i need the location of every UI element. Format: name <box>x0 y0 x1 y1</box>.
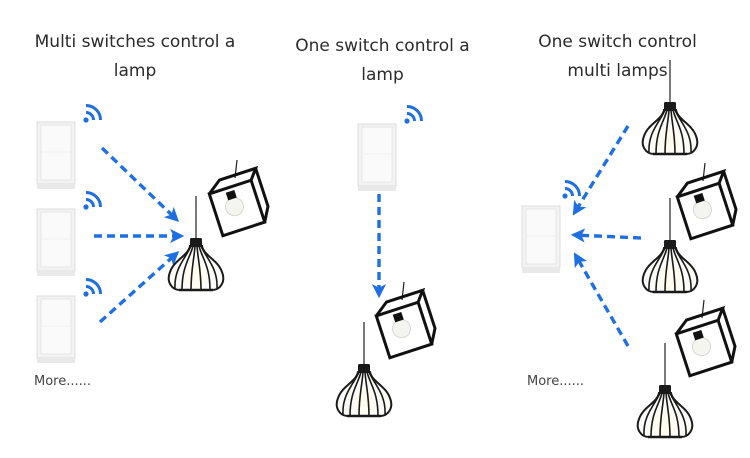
wall-switch-icon <box>36 121 76 190</box>
wall-switch-icon <box>36 295 76 364</box>
arrow <box>573 252 630 347</box>
panel-3-title: One switch control multi lamps <box>510 28 725 86</box>
wall-switch-icon <box>357 123 397 192</box>
panel-3-more-label: More...... <box>527 374 585 389</box>
cube-lamp-icon <box>371 280 441 360</box>
wifi-icon <box>81 104 102 125</box>
panel-3-title-line-1: One switch control <box>538 32 697 52</box>
wifi-icon <box>402 105 423 126</box>
wall-switch-icon <box>36 208 76 277</box>
panel-2-title-line-2: lamp <box>361 65 404 85</box>
panel-1-title-line-1: Multi switches control a <box>34 32 236 52</box>
wifi-icon <box>81 278 102 299</box>
panel-3-title-line-2: multi lamps <box>567 61 668 81</box>
arrow <box>570 228 642 243</box>
panel-1-title-line-2: lamp <box>113 61 157 81</box>
panel-2-diagram <box>335 105 441 418</box>
panel-3-diagram <box>521 58 742 439</box>
pendant-lamp-icon <box>641 196 699 294</box>
panel-1-more-label: More...... <box>34 374 92 389</box>
wifi-icon <box>560 180 581 201</box>
arrow <box>100 146 180 222</box>
wall-switch-icon <box>521 205 561 274</box>
wifi-icon <box>81 191 102 212</box>
panel-2-title: One switch control a lamp <box>270 32 495 90</box>
cube-lamp-icon <box>672 161 742 241</box>
cube-lamp-icon <box>204 158 274 238</box>
panel-1-title: Multi switches control a lamp <box>20 28 250 86</box>
panel-2-title-line-1: One switch control a <box>295 36 470 56</box>
cube-lamp-icon <box>671 298 741 378</box>
arrow <box>98 251 180 324</box>
panel-1-diagram <box>36 104 274 364</box>
arrow <box>572 125 630 216</box>
pendant-lamp-icon <box>641 58 699 156</box>
